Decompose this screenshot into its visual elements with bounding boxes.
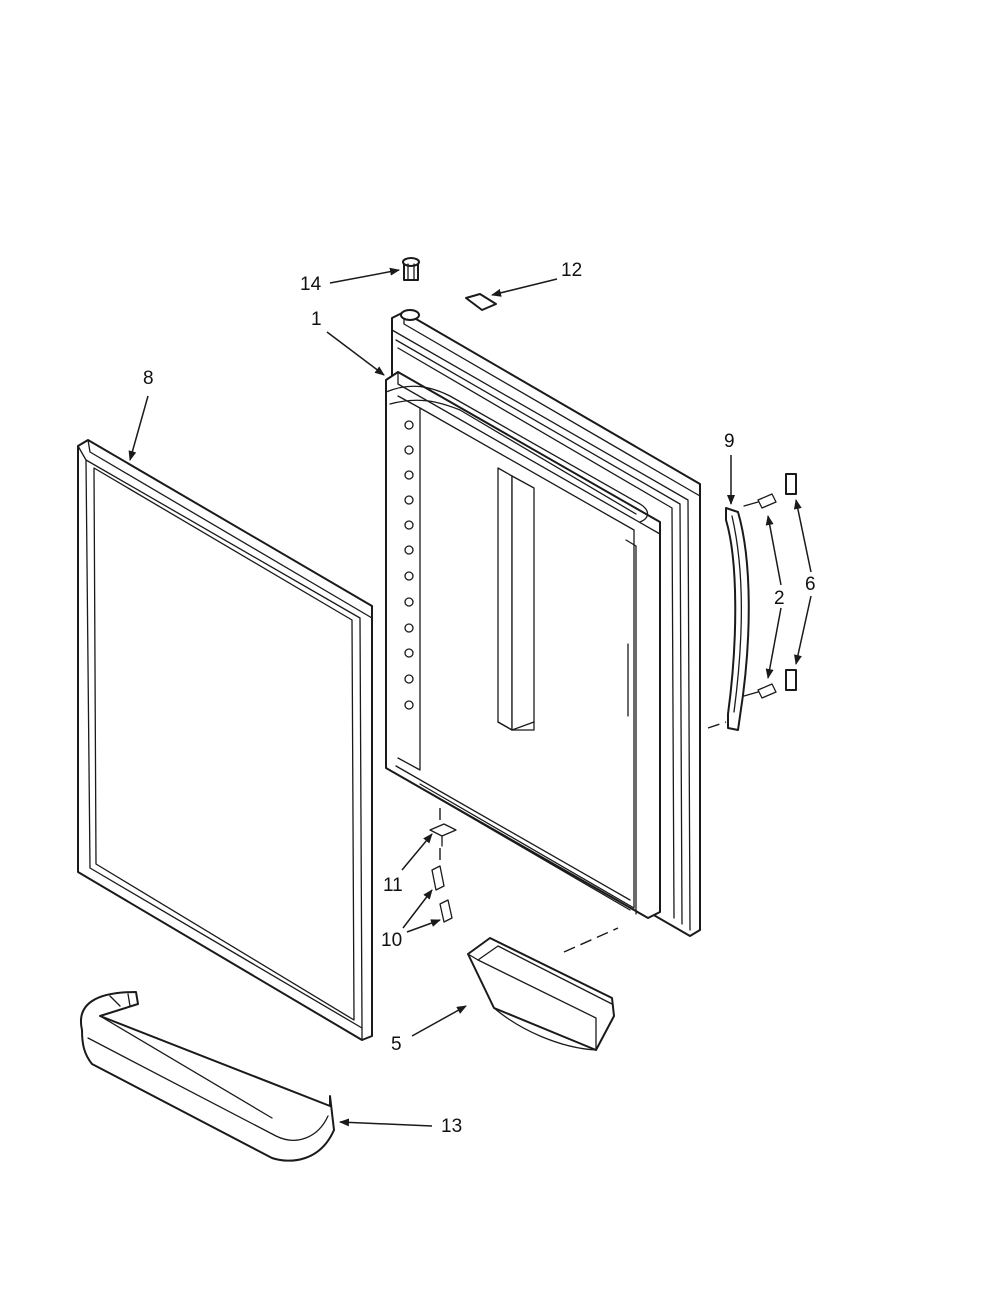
callout-9: 9 — [724, 431, 735, 452]
hinge-bushing-part-14 — [402, 257, 420, 281]
door-handle-part-9 — [707, 507, 750, 731]
leader-2a — [765, 515, 782, 586]
leader-14 — [329, 267, 400, 284]
callout-11: 11 — [383, 875, 403, 896]
leader-10b — [406, 919, 441, 933]
plug-part-12 — [465, 293, 497, 311]
leader-10a — [402, 889, 433, 929]
callout-numbers: 14 12 1 8 9 2 6 11 10 5 13 — [143, 260, 816, 1137]
callout-8: 8 — [143, 368, 154, 389]
callout-leaders — [128, 267, 812, 1127]
shelf-support-buttons — [404, 420, 414, 710]
leader-8 — [128, 395, 149, 461]
leader-13 — [339, 1118, 433, 1127]
callout-5: 5 — [391, 1034, 402, 1055]
door-assembly-part-1 — [385, 309, 701, 937]
callout-6: 6 — [805, 574, 816, 595]
callout-14: 14 — [300, 274, 322, 295]
door-bin-part-5 — [467, 927, 619, 1051]
door-panel-part-8 — [77, 439, 373, 1041]
leader-6a — [793, 499, 812, 573]
leader-6b — [794, 595, 812, 665]
screws-part-2 — [743, 493, 777, 699]
callout-13: 13 — [441, 1116, 462, 1137]
leader-11 — [401, 833, 433, 871]
leader-2b — [765, 607, 782, 679]
bottom-trim-part-13 — [79, 991, 335, 1162]
bracket-part-11 — [429, 808, 457, 847]
callout-10: 10 — [381, 930, 402, 951]
callout-2: 2 — [774, 588, 785, 609]
screws-part-10 — [431, 848, 453, 923]
leader-12 — [491, 278, 558, 297]
handle-plugs-part-6 — [785, 473, 797, 691]
leader-1 — [326, 331, 385, 376]
leader-5 — [411, 1005, 467, 1037]
callout-12: 12 — [561, 260, 582, 281]
callout-1: 1 — [311, 309, 322, 330]
